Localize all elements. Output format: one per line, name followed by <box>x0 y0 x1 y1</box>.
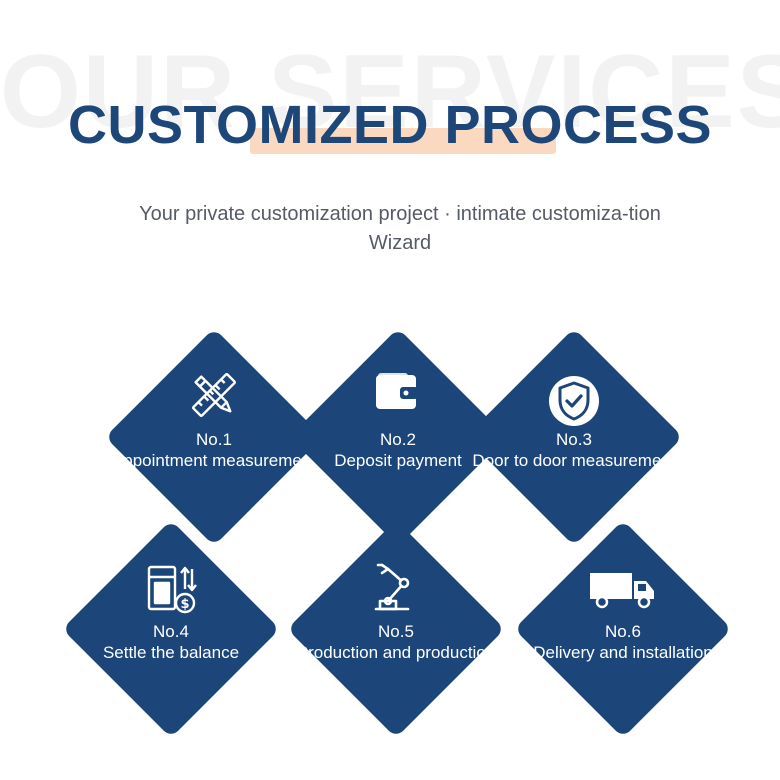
truck-icon <box>588 567 658 611</box>
shield-check-icon <box>546 373 602 429</box>
title-highlight-bar <box>250 128 556 154</box>
step-4-card: $ No.4 Settle the balance <box>61 519 281 739</box>
step-2-number: No.2 <box>380 430 416 449</box>
step-1-label: No.1 Appointment measurement <box>104 429 324 471</box>
step-5-text: Production and production <box>296 643 496 662</box>
step-1-card: No.1 Appointment measurement <box>104 327 324 547</box>
step-3-label: No.3 Door to door measurement <box>464 429 684 471</box>
step-5-label: No.5 Production and production <box>286 621 506 663</box>
step-4-text: Settle the balance <box>102 643 240 662</box>
step-6-label: No.6 Delivery and installation <box>513 621 733 663</box>
svg-text:$: $ <box>180 597 189 612</box>
step-6-card: No.6 Delivery and installation <box>513 519 733 739</box>
step-2-card: No.2 Deposit payment <box>288 327 508 547</box>
page-subtitle: Your private customization project · int… <box>139 203 661 254</box>
wallet-icon <box>370 365 426 421</box>
page-title: CUSTOMIZED PROCESS <box>67 95 713 155</box>
step-6-number: No.6 <box>605 622 641 641</box>
balance-payment-icon: $ <box>143 561 199 617</box>
step-3-number: No.3 <box>556 430 592 449</box>
services-watermark: OUR SERVICES <box>0 34 780 150</box>
robot-arm-icon <box>368 559 424 615</box>
step-5-card: No.5 Production and production <box>286 519 506 739</box>
step-3-text: Door to door measurement <box>472 451 676 470</box>
step-6-text: Delivery and installation <box>533 643 713 662</box>
step-2-label: No.2 Deposit payment <box>288 429 508 471</box>
step-4-label: No.4 Settle the balance <box>61 621 281 663</box>
step-3-card: No.3 Door to door measurement <box>464 327 684 547</box>
step-1-number: No.1 <box>196 430 232 449</box>
ruler-pencil-icon <box>186 367 242 423</box>
step-4-number: No.4 <box>153 622 189 641</box>
step-1-text: Appointment measurement <box>111 451 317 470</box>
step-2-text: Deposit payment <box>334 451 462 470</box>
step-5-number: No.5 <box>378 622 414 641</box>
